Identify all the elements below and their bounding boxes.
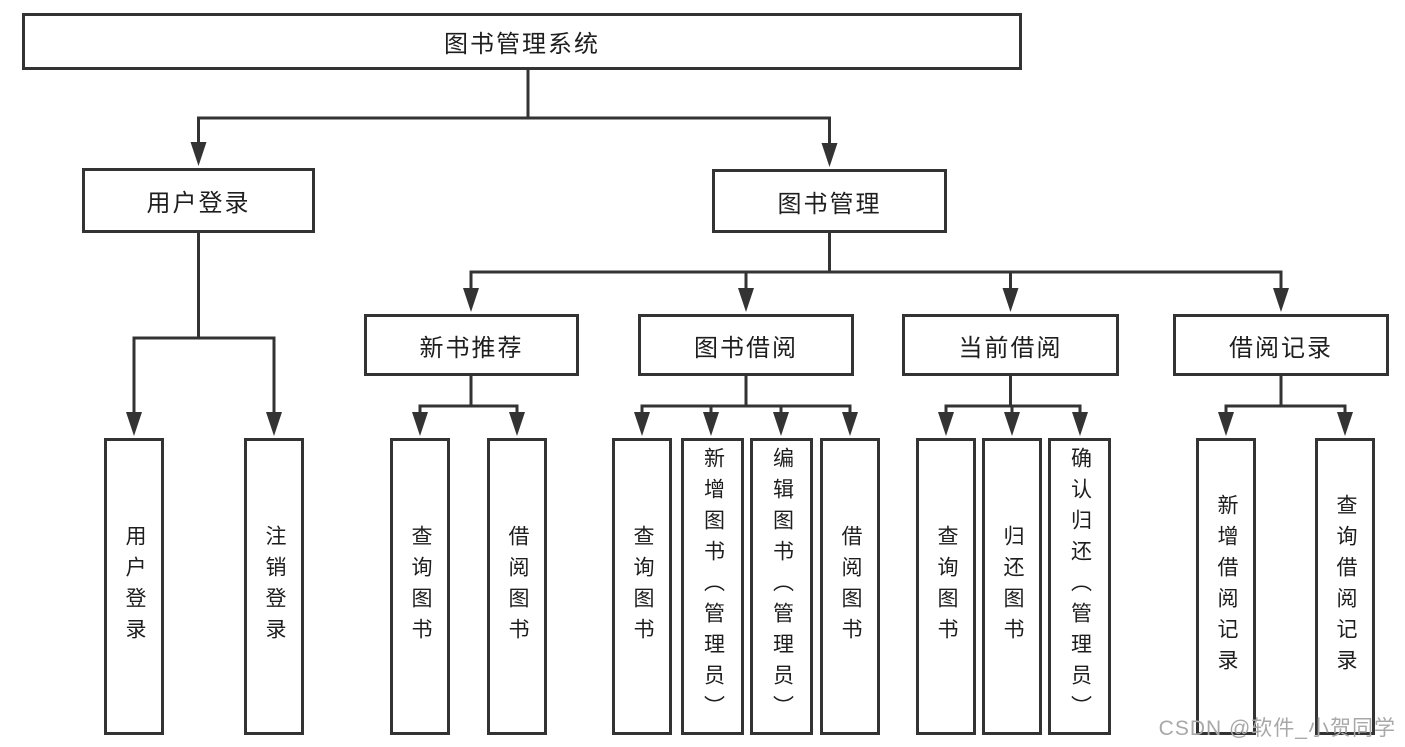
node-new-book-recommendation: 新书推荐 [364, 314, 579, 376]
node-label: 借阅图书 [839, 524, 862, 649]
node-label: 查询图书 [409, 524, 432, 649]
leaf-edit-books-admin: 编辑图书（管理员） [750, 438, 813, 735]
leaf-query-borrowing-record: 查询借阅记录 [1315, 438, 1375, 735]
node-label: 图书借阅 [694, 334, 798, 362]
node-current-borrowing: 当前借阅 [902, 314, 1119, 376]
leaf-borrow-books-borrowing: 借阅图书 [820, 438, 880, 735]
leaf-confirm-return-admin: 确认归还（管理员） [1048, 438, 1111, 735]
node-label: 新增图书（管理员） [701, 447, 725, 726]
node-label: 新书推荐 [419, 334, 524, 362]
leaf-return-books: 归还图书 [982, 438, 1042, 735]
node-user-login: 用户登录 [82, 168, 315, 233]
node-label: 用户登录 [146, 190, 251, 217]
node-label: 查询图书 [935, 524, 958, 649]
node-label: 编辑图书（管理员） [770, 447, 794, 726]
leaf-query-books-current: 查询图书 [916, 438, 976, 735]
node-label: 借阅记录 [1229, 334, 1333, 362]
node-book-borrowing: 图书借阅 [638, 314, 854, 376]
node-book-management: 图书管理 [712, 169, 947, 233]
node-label: 当前借阅 [958, 334, 1063, 362]
csdn-watermark: CSDN @软件_小贺同学 [1158, 717, 1396, 740]
leaf-logout: 注销登录 [244, 438, 304, 735]
leaf-borrow-books-recommendation: 借阅图书 [487, 438, 547, 735]
leaf-query-books-recommendation: 查询图书 [390, 438, 450, 735]
leaf-add-borrowing-record: 新增借阅记录 [1196, 438, 1256, 735]
node-label: 新增借阅记录 [1215, 493, 1238, 680]
node-label: 查询图书 [631, 524, 654, 649]
node-label: 确认归还（管理员） [1068, 447, 1092, 726]
node-label: 注销登录 [263, 524, 286, 649]
node-label: 图书管理 [777, 190, 882, 218]
node-label: 归还图书 [1001, 524, 1024, 649]
node-library-management-system: 图书管理系统 [22, 13, 1022, 70]
node-borrowing-records: 借阅记录 [1173, 314, 1389, 376]
node-label: 图书管理系统 [444, 31, 600, 58]
node-label: 查询借阅记录 [1334, 493, 1357, 680]
node-label: 借阅图书 [506, 524, 529, 649]
leaf-query-books-borrowing: 查询图书 [612, 438, 672, 735]
node-label: 用户登录 [123, 524, 146, 649]
leaf-add-books-admin: 新增图书（管理员） [681, 438, 744, 735]
leaf-user-login: 用户登录 [104, 438, 164, 735]
